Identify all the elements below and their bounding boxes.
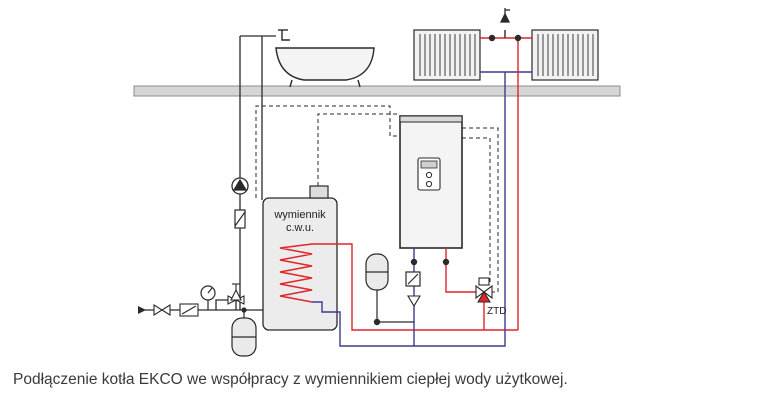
- heating-schematic: wymiennik c.w.u.: [133, 8, 621, 357]
- control-wiring: [255, 105, 499, 293]
- dhw-tank: wymiennik c.w.u.: [262, 185, 338, 331]
- reducer-icon: [179, 303, 199, 317]
- pressure-gauge-icon: [200, 285, 216, 310]
- caption: Podłączenie kotła EKCO we współpracy z w…: [13, 371, 568, 388]
- radiator-left: [413, 29, 481, 81]
- safety-valve-icon: [405, 271, 421, 287]
- heat-exchanger-coil: [279, 243, 313, 303]
- safety-valve-inlet-icon: [227, 283, 245, 305]
- check-valve-icon: [234, 209, 246, 229]
- dhw-expansion-vessel-icon: [231, 310, 257, 357]
- boiler-valve: [410, 258, 418, 266]
- floor-slab: [133, 85, 621, 97]
- boiler-valve: [442, 258, 450, 266]
- shutoff-valve-icon: [153, 304, 171, 316]
- coil-piping: [312, 243, 518, 347]
- inlet-arrow-icon: [138, 306, 146, 314]
- tap-icon: [278, 29, 290, 41]
- junction-dot: [241, 307, 247, 313]
- radiator-piping: [480, 30, 532, 330]
- radiator-valve: [488, 34, 496, 42]
- bathtub: [275, 47, 375, 88]
- air-vent-icon: [499, 8, 511, 23]
- valve-label: ZTD: [487, 306, 506, 317]
- tank-label-line2: c.w.u.: [286, 222, 314, 234]
- boiler-ekco: [399, 115, 463, 249]
- filter-icon: [407, 295, 421, 308]
- radiator-valve: [514, 34, 522, 42]
- expansion-vessel-icon: [365, 253, 414, 323]
- tank-label-line1: wymiennik: [273, 209, 326, 221]
- radiator-right: [531, 29, 599, 81]
- circulation-pump-icon: [231, 177, 249, 195]
- vessel-valve: [373, 318, 381, 326]
